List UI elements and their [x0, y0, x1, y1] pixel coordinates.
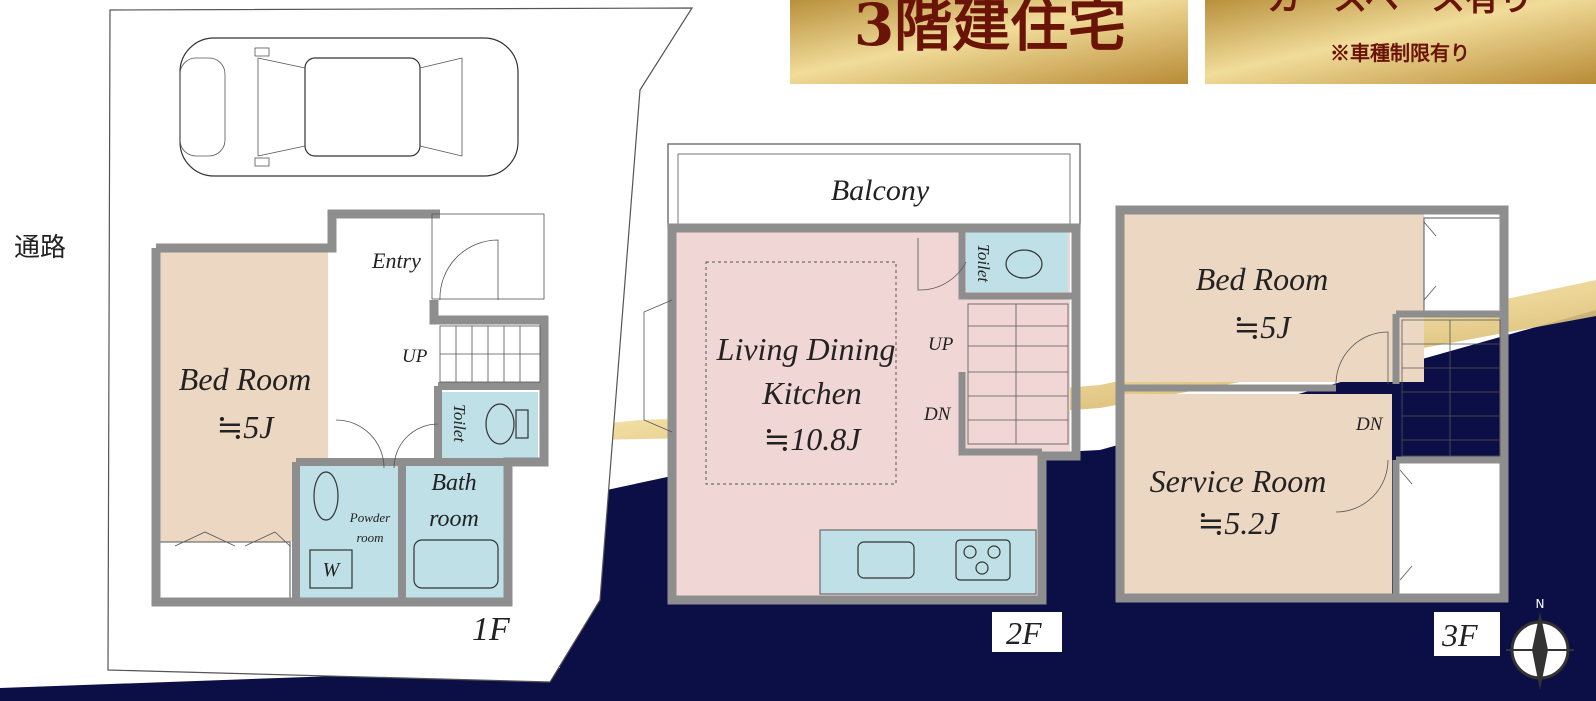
closet-1f — [159, 541, 291, 599]
label-up-1f: UP — [402, 346, 428, 367]
compass-icon: N — [1506, 597, 1574, 690]
floor-3f: Bed Room ≒5J Service Room ≒5.2J DN 3F — [1115, 205, 1509, 656]
label-service-room: Service Room — [1150, 463, 1327, 499]
label-bed-size-3f: ≒5J — [1233, 309, 1292, 345]
label-dn-3f: DN — [1355, 414, 1384, 435]
banner-right: カースペース有り ※車種制限有り — [1205, 0, 1596, 84]
banner-left: 3階建住宅 — [790, 0, 1188, 84]
bathtub — [413, 539, 499, 589]
floor-label-2f: 2F — [1006, 615, 1042, 651]
label-bath-line2: room — [429, 506, 479, 532]
banner-right-note: ※車種制限有り — [1330, 41, 1470, 65]
stairs-1f — [439, 325, 541, 383]
passage-label: 通路 — [14, 233, 66, 263]
service-room-3f — [1124, 394, 1392, 594]
label-ldk-size: ≒10.8J — [763, 421, 862, 457]
floor-2f: Balcony Living Dining Kitchen ≒10.8J Toi… — [643, 143, 1081, 652]
label-up-2f: UP — [928, 334, 954, 355]
toilet-bowl-1f — [485, 403, 515, 445]
stairs-2f — [967, 303, 1069, 445]
label-balcony: Balcony — [831, 174, 930, 207]
label-bed-room-1f: Bed Room — [179, 361, 311, 397]
label-toilet-2f: Toilet — [974, 244, 993, 283]
label-ldk-line2: Kitchen — [761, 375, 862, 411]
label-toilet-1f: Toilet — [450, 404, 469, 443]
kitchen-counter — [819, 529, 1037, 595]
toilet-2f — [966, 232, 1068, 292]
label-bath-line1: Bath — [431, 470, 476, 496]
banner-right-title: カースペース有り — [1267, 0, 1533, 19]
floor-label-3f: 3F — [1441, 617, 1478, 653]
floor-label-1f: 1F — [472, 611, 511, 648]
label-entry: Entry — [371, 248, 421, 273]
stairs-3f — [1401, 319, 1501, 457]
bath-room-1f — [404, 466, 504, 598]
car-outline — [179, 37, 519, 177]
ldk-room — [676, 232, 1070, 596]
powder-room-1f — [300, 466, 398, 598]
toilet-bowl-2f — [1005, 249, 1043, 279]
washbasin — [313, 471, 339, 521]
wall-3f — [1115, 205, 1509, 603]
label-bed-room-3f: Bed Room — [1196, 261, 1328, 297]
label-bed-size-1f: ≒5J — [216, 409, 275, 445]
washer-box — [309, 549, 353, 589]
label-service-size: ≒5.2J — [1197, 505, 1280, 541]
compass-letter: N — [1536, 597, 1545, 611]
toilet-1f — [438, 392, 538, 458]
wall-2f — [667, 223, 1081, 605]
label-ldk-line1: Living Dining — [716, 331, 896, 367]
banner-left-title: 3階建住宅 — [854, 0, 1126, 59]
label-dn-2f: DN — [923, 404, 952, 425]
label-powder-line1: Powder — [349, 510, 391, 525]
label-washer: W — [323, 559, 342, 581]
label-powder-line2: room — [357, 530, 384, 545]
bed-room-3f — [1124, 214, 1424, 382]
balcony-2f — [667, 143, 1081, 229]
floor-1f: Entry UP Bed Room ≒5J Toilet Bath room P… — [107, 7, 694, 683]
